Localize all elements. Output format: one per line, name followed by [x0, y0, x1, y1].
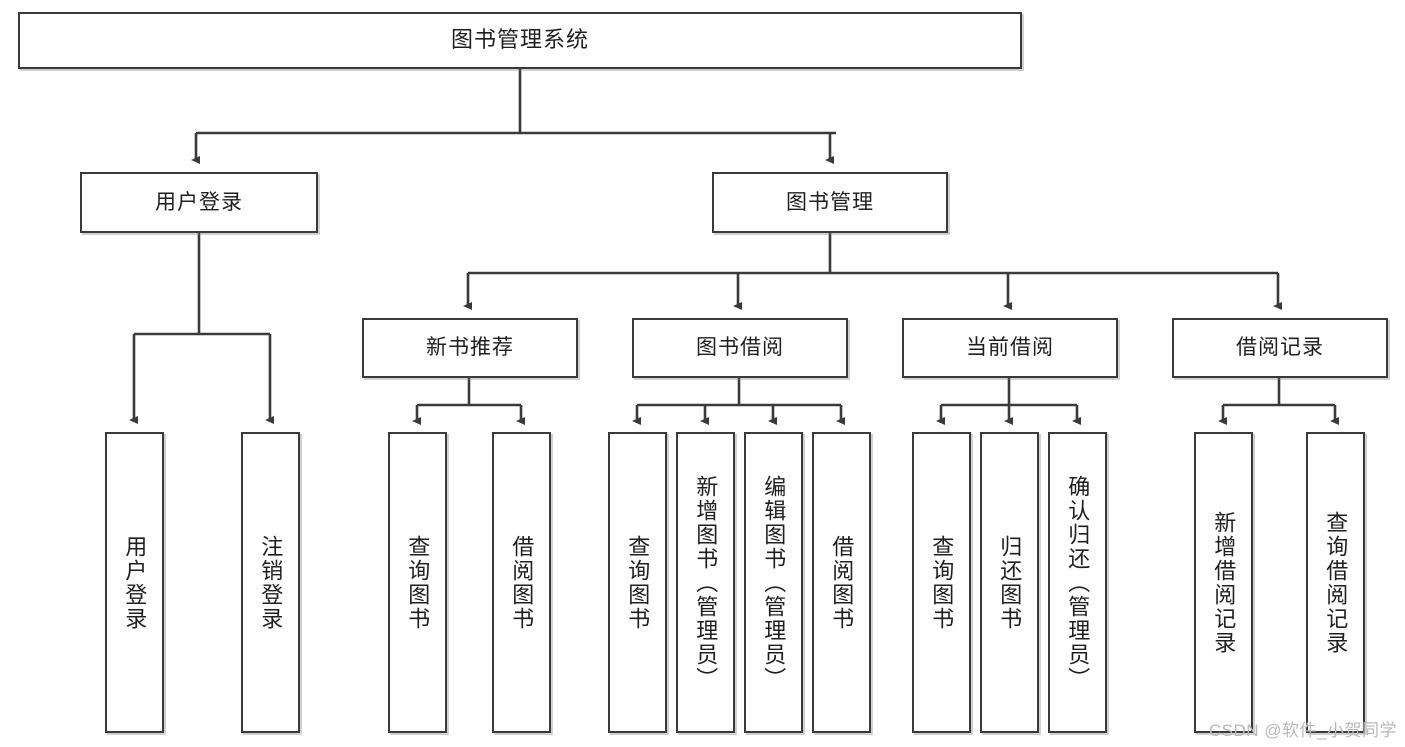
node-current-borrow[interactable]: 当前借阅	[902, 318, 1118, 378]
leaf-new-book-query-book[interactable]: 查询图书	[388, 432, 447, 733]
node-user-login[interactable]: 用户登录	[80, 172, 318, 233]
leaf-label: 查询图书	[405, 534, 431, 631]
leaf-book-borrow-edit-book-admin[interactable]: 编辑图书（管理员）	[744, 432, 803, 733]
leaf-label: 查询图书	[625, 534, 651, 631]
leaf-label: 查询图书	[929, 534, 955, 631]
leaf-user-login-login[interactable]: 用户登录	[105, 432, 164, 733]
leaf-label: 注销登录	[258, 534, 284, 631]
leaf-label: 查询借阅记录	[1323, 510, 1349, 655]
leaf-new-book-borrow-book[interactable]: 借阅图书	[492, 432, 551, 733]
node-new-book-recommend[interactable]: 新书推荐	[362, 318, 578, 378]
leaf-label: 新增图书（管理员）	[693, 474, 719, 691]
leaf-label: 借阅图书	[509, 534, 535, 631]
leaf-label: 确认归还（管理员）	[1065, 474, 1091, 691]
leaf-label: 借阅图书	[829, 534, 855, 631]
node-root-system[interactable]: 图书管理系统	[18, 12, 1022, 69]
leaf-user-login-logout[interactable]: 注销登录	[241, 432, 300, 733]
leaf-book-borrow-query-book[interactable]: 查询图书	[608, 432, 667, 733]
leaf-book-borrow-add-book-admin[interactable]: 新增图书（管理员）	[676, 432, 735, 733]
leaf-borrow-record-query-record[interactable]: 查询借阅记录	[1306, 432, 1365, 733]
leaf-book-borrow-borrow-book[interactable]: 借阅图书	[812, 432, 871, 733]
leaf-current-borrow-return-book[interactable]: 归还图书	[980, 432, 1039, 733]
watermark-text: CSDN @软件_小贺同学	[1208, 721, 1397, 740]
node-book-management[interactable]: 图书管理	[712, 172, 948, 233]
leaf-label: 用户登录	[122, 534, 148, 631]
node-book-borrow[interactable]: 图书借阅	[632, 318, 848, 378]
leaf-label: 新增借阅记录	[1211, 510, 1237, 655]
leaf-label: 归还图书	[997, 534, 1023, 631]
leaf-label: 编辑图书（管理员）	[761, 474, 787, 691]
leaf-borrow-record-add-record[interactable]: 新增借阅记录	[1194, 432, 1253, 733]
node-borrow-record[interactable]: 借阅记录	[1172, 318, 1388, 378]
leaf-current-borrow-query-book[interactable]: 查询图书	[912, 432, 971, 733]
leaf-current-borrow-confirm-return-admin[interactable]: 确认归还（管理员）	[1048, 432, 1107, 733]
